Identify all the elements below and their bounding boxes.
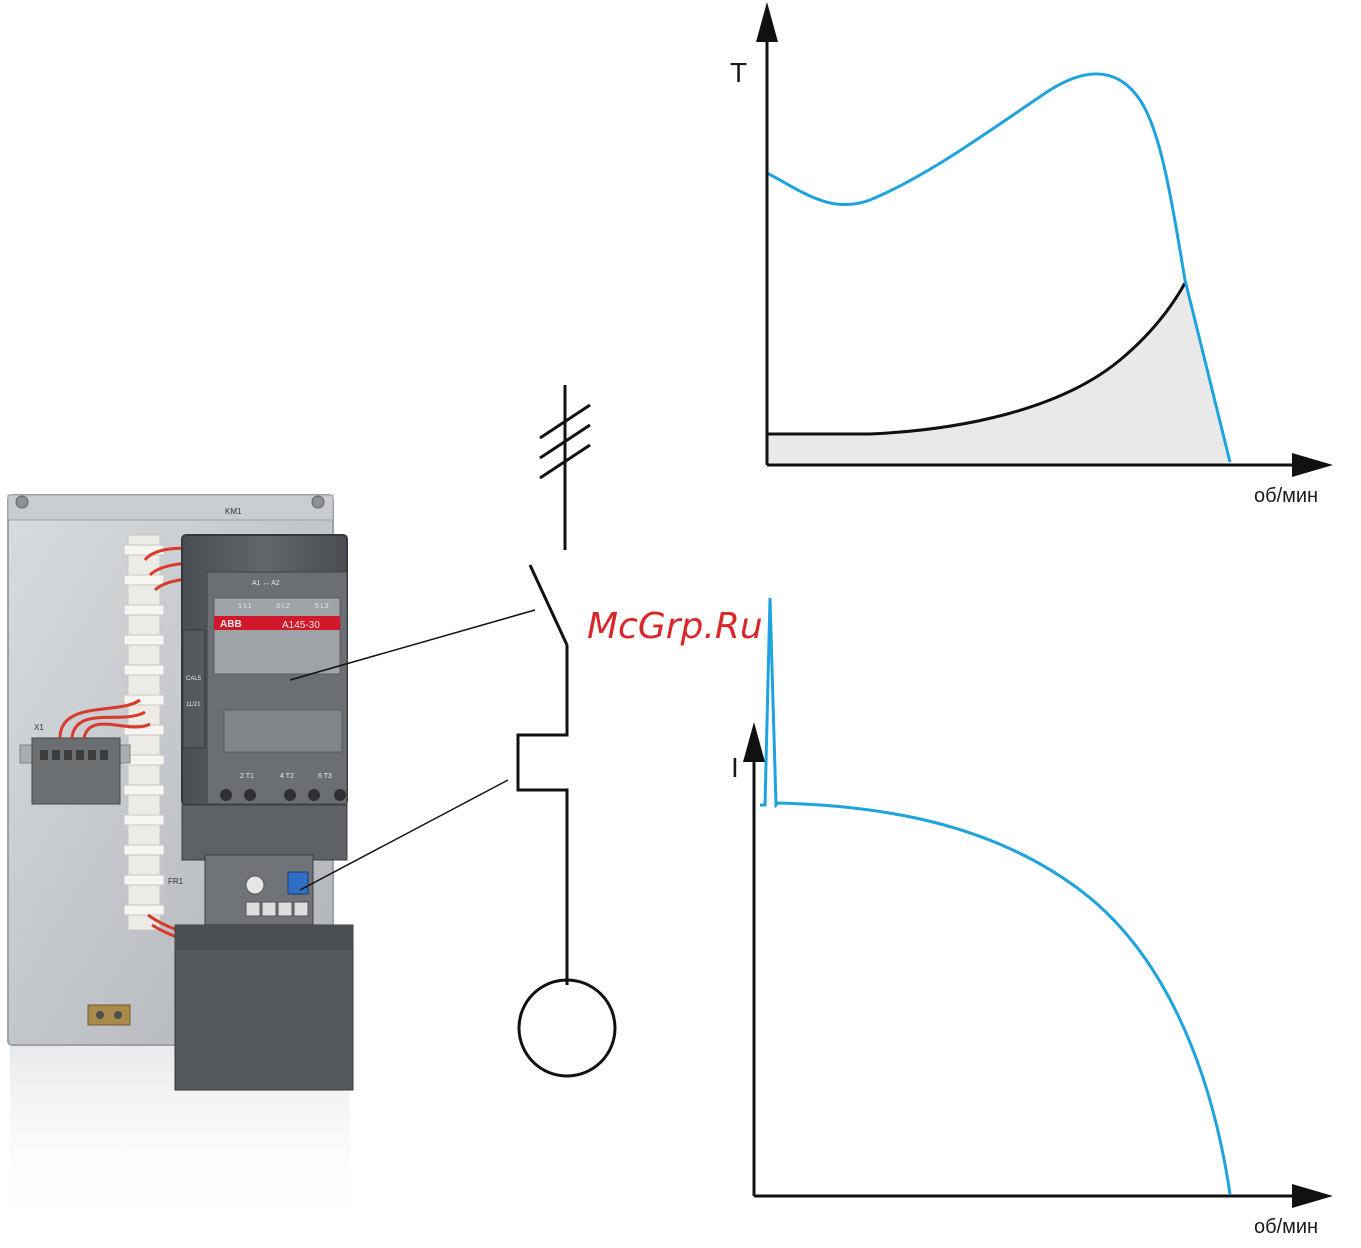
contactor-ul-plate bbox=[224, 710, 342, 752]
ground-bracket bbox=[88, 1005, 130, 1025]
relay-dial bbox=[288, 872, 308, 894]
enclosure-tag: KM1 bbox=[225, 507, 242, 516]
contactor-switch-blade bbox=[530, 565, 567, 645]
top-terminal-1: 1 L1 bbox=[238, 603, 252, 610]
current-y-arrow-icon bbox=[743, 722, 765, 762]
starter-photo: KM1 X1 bbox=[8, 495, 353, 1235]
top-terminal-3: 5 L3 bbox=[315, 603, 329, 610]
torque-chart: T об/мин bbox=[730, 2, 1333, 507]
torque-y-label: T bbox=[730, 57, 747, 88]
screw-icon bbox=[312, 496, 324, 508]
shroud-shadow bbox=[175, 925, 353, 950]
terminal-block bbox=[32, 738, 120, 804]
motor-current-curve bbox=[760, 598, 1230, 1194]
load-torque-area bbox=[767, 283, 1230, 464]
overload-relay-mount bbox=[182, 805, 347, 860]
torque-y-arrow-icon bbox=[756, 2, 778, 42]
current-chart: I об/мин bbox=[731, 598, 1333, 1238]
aux-contact-block bbox=[183, 630, 205, 748]
top-terminal-2: 3 L2 bbox=[276, 603, 290, 610]
coil-terminals: A1 ↔ A2 bbox=[252, 580, 280, 587]
torque-x-label: об/мин bbox=[1254, 485, 1318, 507]
current-x-label: об/мин bbox=[1254, 1216, 1318, 1238]
screw-icon bbox=[16, 496, 28, 508]
current-y-label: I bbox=[731, 752, 739, 783]
aux-label-1: CAL5 bbox=[186, 676, 202, 682]
brand-logo: ABB bbox=[220, 619, 242, 630]
bottom-terminal-3: 6 T3 bbox=[318, 773, 332, 780]
overload-element bbox=[518, 645, 567, 985]
bottom-terminal-2: 4 T2 bbox=[280, 773, 294, 780]
model-label: A145-30 bbox=[282, 620, 320, 631]
relay-tag: FR1 bbox=[168, 877, 184, 886]
aux-label-2: 11/21 bbox=[186, 702, 201, 708]
relay-dial-knob bbox=[246, 876, 264, 894]
bottom-terminal-1: 2 T1 bbox=[240, 773, 254, 780]
current-x-arrow-icon bbox=[1292, 1184, 1333, 1208]
motor-symbol bbox=[519, 980, 615, 1076]
watermark-text: McGrp.Ru bbox=[587, 606, 763, 647]
schematic bbox=[518, 385, 615, 1076]
plate-top-flange bbox=[8, 495, 333, 520]
terminal-tag: X1 bbox=[34, 723, 44, 732]
torque-x-arrow-icon bbox=[1292, 453, 1333, 477]
